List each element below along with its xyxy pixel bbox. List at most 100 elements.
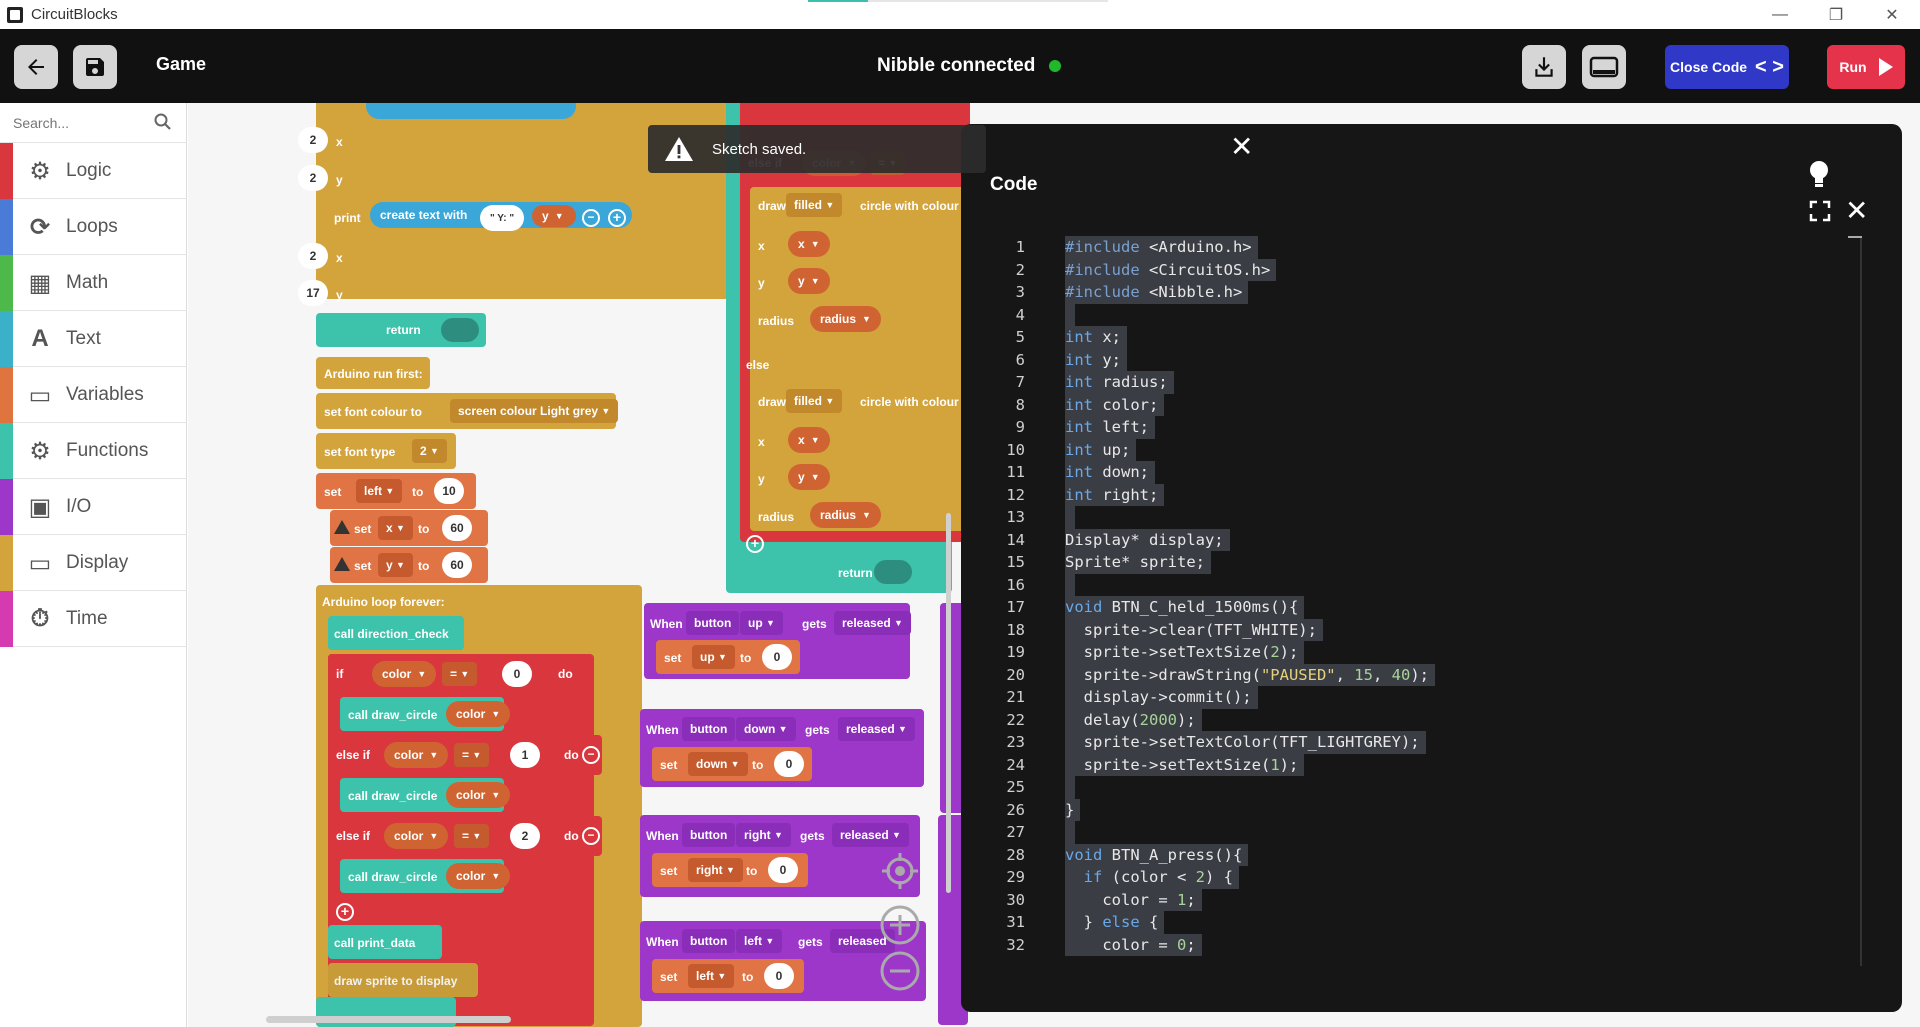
number-0-left[interactable]: 0 [764,963,794,989]
minus-icon[interactable]: − [582,209,600,227]
screen-colour-dropdown[interactable]: screen colour Light grey ▼ [450,399,619,423]
set-font-type-block[interactable]: set font type 2 ▼ [316,433,456,469]
draw-sprite-block[interactable]: draw sprite to display [328,963,478,997]
up-var-dropdown[interactable]: up ▼ [692,645,735,669]
plus-icon[interactable]: + [608,209,626,227]
search-input[interactable] [0,103,150,143]
y-text-literal[interactable]: " Y: " [480,205,524,231]
color-var-pill-3[interactable]: color▼ [384,823,449,849]
restore-icon[interactable]: ❐ [1828,6,1844,24]
x-var-dropdown[interactable]: x ▼ [378,516,413,540]
y-arg-pill-2[interactable]: y▼ [788,464,830,490]
code-view[interactable]: 1#include <Arduino.h>2#include <CircuitO… [985,236,1435,956]
sidebar-item-logic[interactable]: ⚙Logic [0,143,186,199]
number-1[interactable]: 1 [510,742,540,768]
close-code-button[interactable]: Close Code < > [1665,45,1789,89]
sidebar-item-variables[interactable]: ▭Variables [0,367,186,423]
number-60b[interactable]: 60 [442,552,472,578]
close-panel-icon[interactable]: ✕ [1845,195,1869,226]
left-dropdown[interactable]: left ▼ [736,929,783,953]
up-dropdown[interactable]: up ▼ [740,611,783,635]
serial-monitor-button[interactable] [1582,45,1626,89]
download-button[interactable] [1522,45,1566,89]
remove-branch-icon-2[interactable]: − [582,827,600,845]
else-if-row-2[interactable]: else if color▼ = ▼ 2 do − [328,816,602,856]
recenter-icon[interactable] [878,849,922,893]
run-button[interactable]: Run [1827,45,1905,89]
lightbulb-icon[interactable] [1807,160,1831,188]
number-2c[interactable]: 2 [298,243,328,269]
set-left-block[interactable]: set left ▼ to 10 [316,473,476,509]
set-x-block[interactable]: set x ▼ to 60 [330,510,488,546]
code-scrollbar[interactable] [1848,236,1862,966]
equals-dropdown-2[interactable]: = ▼ [454,743,490,767]
run-first-block[interactable]: Arduino run first: [316,357,430,389]
if-row[interactable]: if color▼ = ▼ 0 do [328,654,592,694]
button-dropdown-left[interactable]: button [682,929,736,953]
x-arg-pill-2[interactable]: x▼ [788,427,830,453]
down-dropdown[interactable]: down ▼ [736,717,796,741]
return-value-socket-2[interactable] [874,560,912,584]
toast-close-icon[interactable]: ✕ [1230,131,1254,162]
released-dropdown-down[interactable]: released ▼ [838,717,915,741]
zoom-in-icon[interactable] [878,903,922,947]
down-var-dropdown[interactable]: down ▼ [688,752,748,776]
number-2b[interactable]: 2 [298,165,328,191]
minimize-icon[interactable]: — [1772,5,1788,23]
equals-dropdown-3[interactable]: = ▼ [454,824,490,848]
y-arg-pill-1[interactable]: y▼ [788,268,830,294]
set-left-block-2[interactable]: set left ▼ to 0 [652,959,804,993]
sidebar-item-io[interactable]: ▣I/O [0,479,186,535]
sidebar-item-functions[interactable]: ⚙Functions [0,423,186,479]
sidebar-item-display[interactable]: ▭Display [0,535,186,591]
create-text-pill-top[interactable] [366,103,576,119]
close-window-icon[interactable]: ✕ [1885,6,1899,24]
right-var-dropdown[interactable]: right ▼ [688,858,743,882]
radius-arg-pill-1[interactable]: radius▼ [810,306,881,332]
x-arg-pill-1[interactable]: x▼ [788,231,830,257]
number-60a[interactable]: 60 [442,515,472,541]
number-0-up[interactable]: 0 [762,644,792,670]
remove-branch-icon-1[interactable]: − [582,746,600,764]
font-type-dropdown[interactable]: 2 ▼ [412,439,447,463]
set-y-block[interactable]: set y ▼ to 60 [330,547,488,583]
color-var-pill[interactable]: color▼ [372,661,437,687]
released-dropdown-right[interactable]: released ▼ [832,823,909,847]
call-draw-circle-block-1[interactable]: call draw_circle color▼ [340,697,511,731]
draw-filled-circle-block-2[interactable]: draw filled ▼ circle with colour x x▼ y … [750,383,970,531]
sidebar-item-math[interactable]: ▦Math [0,255,186,311]
button-dropdown-right[interactable]: button [682,823,736,847]
y-var-pill[interactable]: y▼ [532,205,576,227]
save-button[interactable] [73,45,117,89]
color-arg-pill-3[interactable]: color▼ [446,863,511,889]
return-value-socket[interactable] [441,318,479,342]
zoom-out-icon[interactable] [878,949,922,993]
add-branch-icon-2[interactable]: + [746,535,764,553]
set-down-block[interactable]: set down ▼ to 0 [652,747,812,781]
sidebar-item-loops[interactable]: ⟳Loops [0,199,186,255]
left-var-dropdown[interactable]: left ▼ [356,479,403,503]
number-2d[interactable]: 2 [510,823,540,849]
button-dropdown-down[interactable]: button [682,717,736,741]
set-right-block[interactable]: set right ▼ to 0 [652,853,808,887]
left-var-dropdown-2[interactable]: left ▼ [688,964,735,988]
set-up-block[interactable]: set up ▼ to 0 [656,640,800,674]
color-arg-pill-2[interactable]: color▼ [446,782,511,808]
call-draw-circle-block-3[interactable]: call draw_circle color▼ [340,859,511,893]
equals-dropdown[interactable]: = ▼ [442,662,478,686]
released-dropdown-up[interactable]: released ▼ [834,611,911,635]
workspace-horizontal-scrollbar[interactable] [266,1016,511,1023]
color-arg-pill-1[interactable]: color▼ [446,701,511,727]
filled-dropdown-1[interactable]: filled ▼ [786,193,843,217]
button-dropdown-up[interactable]: button [686,611,740,635]
number-0[interactable]: 0 [502,661,532,687]
y-var-dropdown[interactable]: y ▼ [378,553,413,577]
call-draw-circle-block-2[interactable]: call draw_circle color▼ [340,778,511,812]
fullscreen-icon[interactable] [1809,200,1831,222]
set-font-colour-block[interactable]: set font colour to screen colour Light g… [316,393,619,429]
number-2a[interactable]: 2 [298,127,328,153]
right-dropdown[interactable]: right ▼ [736,823,791,847]
search-icon[interactable] [154,113,172,131]
return-block-2[interactable]: return [726,555,916,589]
